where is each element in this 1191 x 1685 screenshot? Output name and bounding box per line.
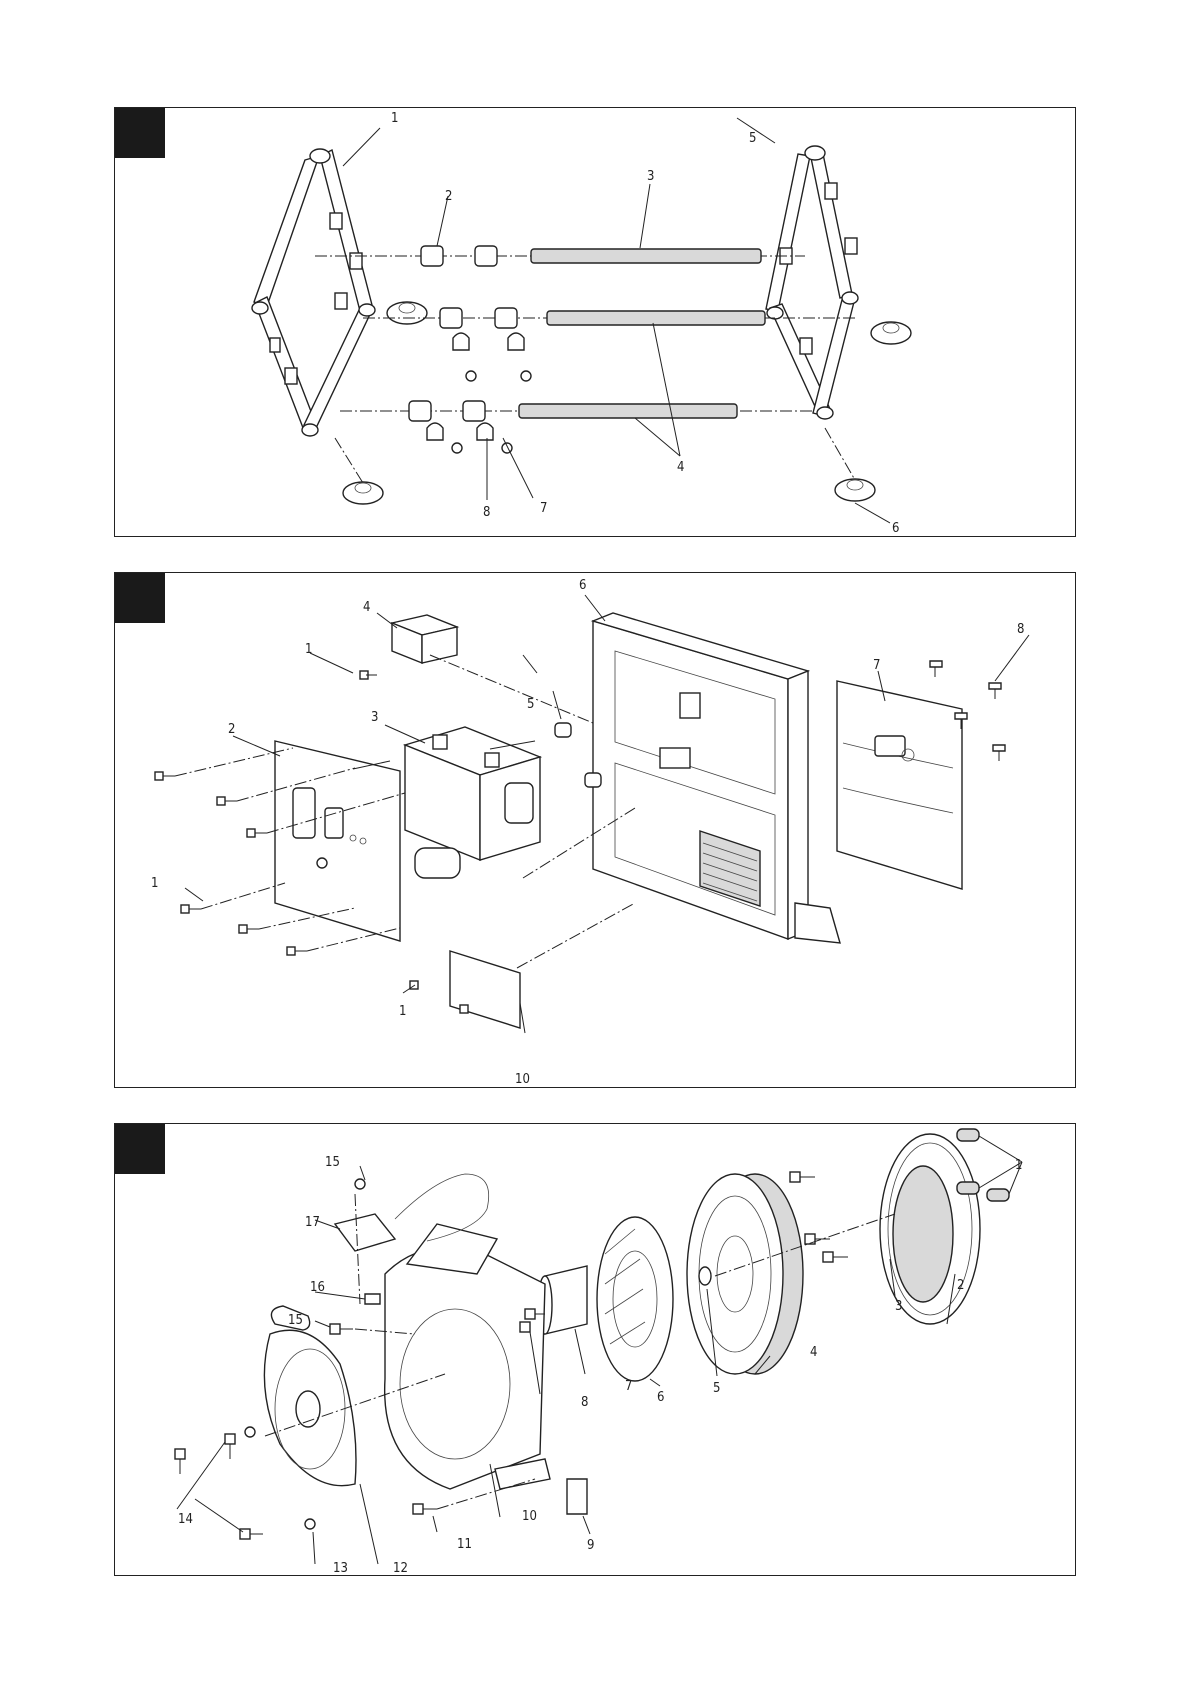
- callout-6: 6: [579, 578, 586, 593]
- callout-4: 4: [810, 1345, 817, 1360]
- callout-1: 1: [305, 642, 312, 657]
- diagram-panel-control: 1 1 1 2 3 4 5 6 7 8 10: [114, 572, 1076, 1088]
- callout-9: 9: [587, 1538, 594, 1553]
- callout-8: 8: [581, 1395, 588, 1410]
- callout-1: 1: [1015, 1158, 1022, 1173]
- callout-7: 7: [625, 1379, 632, 1394]
- callout-7: 7: [540, 501, 547, 516]
- callout-13: 13: [333, 1561, 348, 1576]
- callout-4: 4: [677, 460, 684, 475]
- callout-3: 3: [895, 1299, 902, 1314]
- frame-exploded-view: 1 2 3 4 5 6 7 8: [115, 108, 1077, 538]
- callout-16: 16: [310, 1280, 325, 1295]
- callout-2: 2: [228, 722, 235, 737]
- callout-11: 11: [457, 1537, 472, 1552]
- housing-frame: [593, 613, 840, 943]
- inverter-module: [405, 727, 540, 878]
- callout-7: 7: [873, 658, 880, 673]
- front-plate: [275, 741, 400, 941]
- recoil-starter: [264, 1306, 356, 1486]
- callout-6: 6: [892, 521, 899, 536]
- left-frame: [252, 149, 375, 436]
- callout-2: 2: [957, 1278, 964, 1293]
- callout-12: 12: [393, 1561, 408, 1576]
- engine-side-exploded-view: 1 2 3 4 5 6 7 8 9 10 11 12 13 14 15 15 1…: [115, 1124, 1077, 1577]
- callout-3: 3: [647, 169, 654, 184]
- callout-17: 17: [305, 1215, 320, 1230]
- callout-5: 5: [749, 131, 756, 146]
- callout-10: 10: [515, 1072, 530, 1087]
- callout-5: 5: [527, 697, 534, 712]
- callout-15: 15: [325, 1155, 340, 1170]
- callout-8: 8: [483, 505, 490, 520]
- cooling-fan: [597, 1217, 673, 1381]
- callout-8: 8: [1017, 622, 1024, 637]
- callout-4: 4: [363, 600, 370, 615]
- callout-1-lower: 1: [151, 876, 158, 891]
- relay-box: [392, 615, 457, 663]
- callout-1: 1: [391, 111, 398, 126]
- clamps-and-screws: [427, 333, 531, 453]
- diagram-panel-engine: 1 2 3 4 5 6 7 8 9 10 11 12 13 14 15 15 1…: [114, 1123, 1076, 1576]
- fan-housing: [385, 1224, 550, 1489]
- callout-1-bottom: 1: [399, 1004, 406, 1019]
- callout-15-lower: 15: [288, 1313, 303, 1328]
- callout-2: 2: [445, 189, 452, 204]
- callout-5: 5: [713, 1381, 720, 1396]
- callout-10: 10: [522, 1509, 537, 1524]
- cross-tubes: [519, 249, 765, 418]
- right-frame: [766, 146, 858, 419]
- control-panel-exploded-view: 1 1 1 2 3 4 5 6 7 8 10: [115, 573, 1077, 1089]
- side-cover: [837, 681, 962, 889]
- callout-6: 6: [657, 1390, 664, 1405]
- diagram-panel-frame: 1 2 3 4 5 6 7 8: [114, 107, 1076, 537]
- callout-3: 3: [371, 710, 378, 725]
- callout-14: 14: [178, 1512, 193, 1527]
